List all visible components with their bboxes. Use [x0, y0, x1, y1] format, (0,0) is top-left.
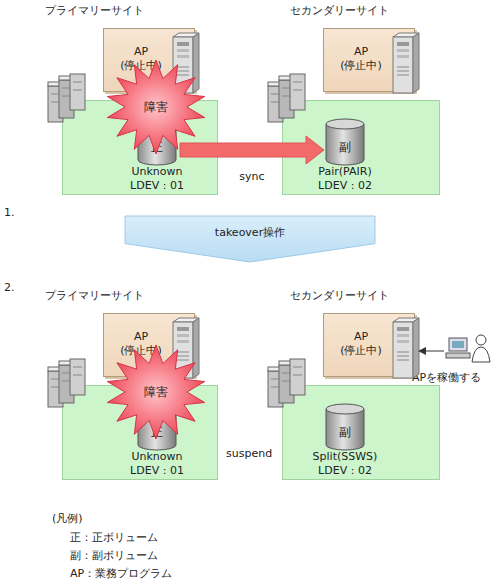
legend-entry: 副：副ボリューム	[70, 549, 158, 563]
site-storage-box: Pair(PAIR)LDEV : 02 副	[282, 100, 440, 195]
text-label: プライマリーサイト	[45, 289, 144, 303]
legend-entry: AP：業務プログラム	[70, 567, 172, 581]
node-text: Pair(PAIR)	[318, 165, 371, 179]
volume-cylinder: 副	[326, 404, 364, 450]
volume-cylinder: 副	[326, 119, 364, 165]
node-text: Split(SSWS)	[313, 450, 378, 464]
node-text: Unknown	[131, 165, 182, 179]
failure-burst: 障害	[106, 345, 206, 439]
node-text: 障害	[144, 100, 168, 114]
legend-entry: 正：正ボリューム	[70, 531, 158, 545]
node-text: 副	[339, 425, 351, 439]
text-label: セカンダリーサイト	[290, 4, 389, 18]
operation-banner: takeover操作	[125, 216, 375, 262]
node-text: takeover操作	[215, 226, 285, 240]
node-text: AP	[134, 45, 148, 59]
node-text: (停止中)	[340, 344, 382, 358]
failure-burst: 障害	[106, 60, 206, 154]
node-text: (停止中)	[340, 59, 382, 73]
node-text: LDEV : 01	[130, 464, 184, 478]
text-label: suspend	[226, 447, 272, 461]
text-label: (凡例)	[52, 512, 83, 526]
node-text: AP	[354, 45, 368, 59]
node-text: Unknown	[131, 450, 182, 464]
node-text: 障害	[144, 385, 168, 399]
text-label: 1.	[4, 206, 15, 220]
site-storage-box: Split(SSWS)LDEV : 02 副	[282, 385, 440, 480]
node-text: 副	[339, 140, 351, 154]
node-text: LDEV : 02	[318, 464, 372, 478]
edge-label: sync	[239, 170, 264, 184]
node-text: AP	[354, 330, 368, 344]
node-text: LDEV : 02	[318, 179, 372, 193]
text-label: プライマリーサイト	[45, 4, 144, 18]
text-label: 2.	[4, 281, 15, 295]
node-text: LDEV : 01	[130, 179, 184, 193]
text-label: セカンダリーサイト	[290, 289, 389, 303]
text-label: APを稼働する	[412, 371, 481, 385]
node-text: AP	[134, 330, 148, 344]
